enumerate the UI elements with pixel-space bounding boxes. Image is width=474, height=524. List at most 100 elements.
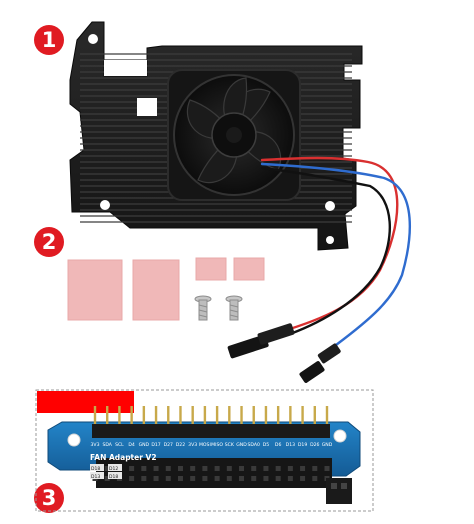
header-pin — [191, 406, 194, 426]
screws — [194, 295, 243, 321]
pin-label: SCK — [225, 442, 235, 448]
header-hole — [251, 476, 257, 481]
header-hole — [104, 466, 110, 471]
step-2-badge: 2 — [34, 227, 64, 257]
header-pin — [154, 406, 158, 426]
header-hole — [165, 476, 171, 481]
header-hole — [263, 476, 269, 481]
dupont-connector-left — [227, 323, 295, 359]
chip-label: D18 — [109, 474, 118, 480]
header-hole — [202, 476, 208, 481]
header-pin — [142, 406, 146, 426]
header-pin — [179, 406, 182, 426]
header-hole — [177, 476, 183, 481]
screw-icon — [194, 295, 212, 321]
pin-label: SDA0 — [248, 442, 261, 448]
header-pin — [289, 406, 292, 426]
pin-label: D19 — [298, 442, 307, 448]
pcb-hole-icon — [67, 433, 81, 447]
pin-label: SCL — [115, 442, 124, 448]
header-hole — [226, 466, 232, 471]
header-hole — [153, 476, 159, 481]
chip-label: D18 — [91, 466, 100, 472]
header-hole — [190, 466, 196, 471]
header-hole — [312, 466, 318, 471]
mount-hole-icon — [326, 236, 334, 244]
header-hole — [300, 476, 306, 481]
pin-label: D5 — [263, 442, 270, 448]
header-pin — [106, 406, 109, 426]
heatsink — [69, 21, 363, 251]
header-hole — [129, 466, 135, 471]
thermal-pad-large — [132, 259, 180, 321]
dupont-connector-right — [299, 343, 341, 383]
fan-wires — [260, 156, 412, 347]
header-hole — [263, 466, 269, 471]
fan — [167, 69, 301, 201]
pin-label: D13 — [286, 442, 295, 448]
header-hole — [287, 466, 293, 471]
header-pin — [313, 406, 316, 426]
header-hole — [239, 476, 245, 481]
header-pin — [276, 406, 280, 426]
pin-label: MOSI — [199, 442, 211, 448]
header-hole — [287, 476, 293, 481]
wire-black — [260, 166, 391, 336]
mount-hole-icon — [325, 201, 335, 211]
chip-label: D12 — [109, 466, 118, 472]
header-hole — [275, 466, 281, 471]
pin-label: D27 — [164, 442, 173, 448]
pin-label: SDA — [102, 442, 112, 448]
pin-label: D22 — [176, 442, 185, 448]
header-pin — [252, 406, 255, 426]
header-hole — [153, 466, 159, 471]
header-hole — [214, 476, 220, 481]
header-hole — [324, 466, 330, 471]
header-pin — [228, 406, 231, 426]
pin-label: D6 — [275, 442, 282, 448]
header-hole — [141, 476, 147, 481]
pin-label: D26 — [310, 442, 319, 448]
header-pin — [215, 406, 219, 426]
header-hole — [300, 466, 306, 471]
thermal-pads — [67, 257, 265, 321]
step-1-badge: 1 — [34, 25, 64, 55]
header-hole — [214, 466, 220, 471]
thermal-pad-small — [195, 257, 227, 281]
screw-icon — [225, 295, 243, 321]
fan-connector — [326, 478, 352, 504]
thermal-pad-small — [233, 257, 265, 281]
header-pin — [240, 406, 243, 426]
header-hole — [239, 466, 245, 471]
header-block — [92, 424, 330, 438]
header-hole — [275, 476, 281, 481]
header-pin — [301, 406, 304, 426]
pin-label: 3V3 — [188, 442, 197, 448]
pcb-hole-icon — [333, 429, 347, 443]
female-header-holes — [92, 466, 330, 481]
wire-blue — [260, 162, 412, 347]
header-hole — [312, 476, 318, 481]
jumper-chips: D18 D12 D13 D18 — [90, 464, 122, 480]
header-pin — [264, 406, 268, 426]
header-hole — [165, 466, 171, 471]
step-3-badge: 3 — [34, 483, 64, 513]
header-hole — [141, 466, 147, 471]
header-pin — [325, 406, 329, 426]
dashed-frame — [35, 389, 374, 512]
female-header — [96, 458, 332, 488]
pin-label: D4 — [128, 442, 135, 448]
thermal-pad-large — [67, 259, 123, 321]
header-pin — [93, 406, 97, 426]
header-pin — [203, 406, 207, 426]
header-pin — [130, 406, 133, 426]
pin-label: GND — [236, 442, 247, 448]
pin-label: MISO — [211, 442, 223, 448]
header-hole — [251, 466, 257, 471]
header-hole — [129, 476, 135, 481]
header-hole — [190, 476, 196, 481]
pin-label: 3V3 — [91, 442, 100, 448]
chip-label: D13 — [91, 474, 100, 480]
